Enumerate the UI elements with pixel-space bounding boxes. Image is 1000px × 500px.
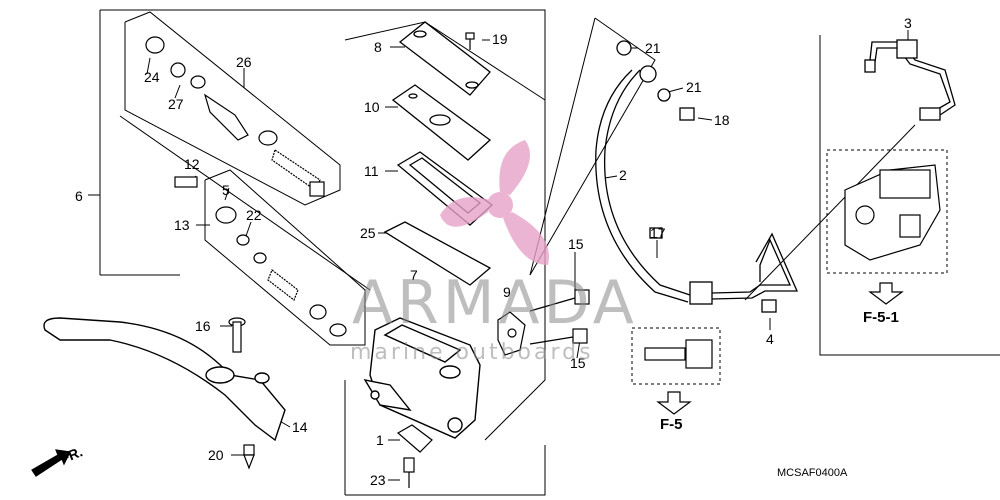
inner-kit-frame: [204, 169, 366, 346]
master-cylinder-body: [363, 317, 481, 439]
callout-24: 24: [144, 69, 160, 85]
f51-modulator: [844, 164, 941, 261]
callout-6: 6: [75, 188, 83, 204]
pivot-bolt: [228, 317, 255, 470]
f51-dashed-box: [826, 149, 948, 274]
reservoir-cap: [398, 21, 491, 96]
screw-19: [465, 32, 475, 50]
callout-11: 11: [364, 163, 379, 179]
callout-23: 23: [370, 472, 386, 488]
piston-kit-frame: [124, 11, 341, 206]
callout-20: 20: [208, 447, 224, 463]
callout-7: 7: [410, 267, 418, 283]
callout-3: 3: [904, 15, 912, 31]
callout-1: 1: [376, 432, 384, 448]
callout-15-lower: 15: [570, 355, 586, 371]
holder-bracket: [497, 311, 526, 356]
callout-22: 22: [246, 207, 262, 223]
callout-14: 14: [292, 419, 308, 435]
valve-frame: [819, 35, 1000, 356]
bolts-15: [529, 289, 590, 345]
callout-19: 19: [492, 31, 508, 47]
callout-8: 8: [374, 39, 382, 55]
ref-arrows: [31, 282, 904, 477]
piston-parts: [145, 36, 347, 337]
brake-switch: [396, 424, 433, 488]
callout-17: 17: [650, 225, 666, 241]
callout-26: 26: [236, 54, 252, 70]
callout-10: 10: [364, 99, 380, 115]
callout-27: 27: [168, 96, 184, 112]
callout-21-upper: 21: [645, 40, 661, 56]
watermark-logo: [440, 140, 549, 265]
f5-dashed-box: [631, 327, 721, 385]
callout-12: 12: [184, 156, 200, 172]
callout-5: 5: [222, 182, 230, 198]
diagram-code: MCSAF0400A: [777, 467, 848, 479]
brake-pipes: [711, 39, 956, 313]
callout-18: 18: [714, 112, 730, 128]
callout-4: 4: [766, 331, 774, 347]
callout-16: 16: [195, 318, 211, 334]
brake-hose: [595, 40, 713, 305]
brake-lever: [43, 317, 286, 442]
callout-9: 9: [503, 284, 511, 300]
callout-13: 13: [174, 217, 190, 233]
f51-arrow: [868, 282, 904, 305]
callout-15-upper: 15: [568, 236, 584, 252]
watermark-tagline: marine outboards: [350, 340, 594, 365]
ref-f5: F-5: [660, 416, 683, 433]
ref-f5-1: F-5-1: [863, 309, 899, 326]
watermark-brand: ARMADA: [352, 268, 638, 338]
f5-arrow: [656, 391, 692, 415]
f5-fitting: [644, 339, 713, 369]
callout-21-lower: 21: [686, 79, 702, 95]
group-frame: [100, 9, 546, 441]
hose-frame: [529, 17, 656, 276]
front-arrow: [31, 449, 71, 477]
diaphragm-plate: [391, 84, 492, 161]
callout-25: 25: [360, 225, 376, 241]
callout-2: 2: [619, 167, 627, 183]
gasket: [383, 221, 492, 286]
